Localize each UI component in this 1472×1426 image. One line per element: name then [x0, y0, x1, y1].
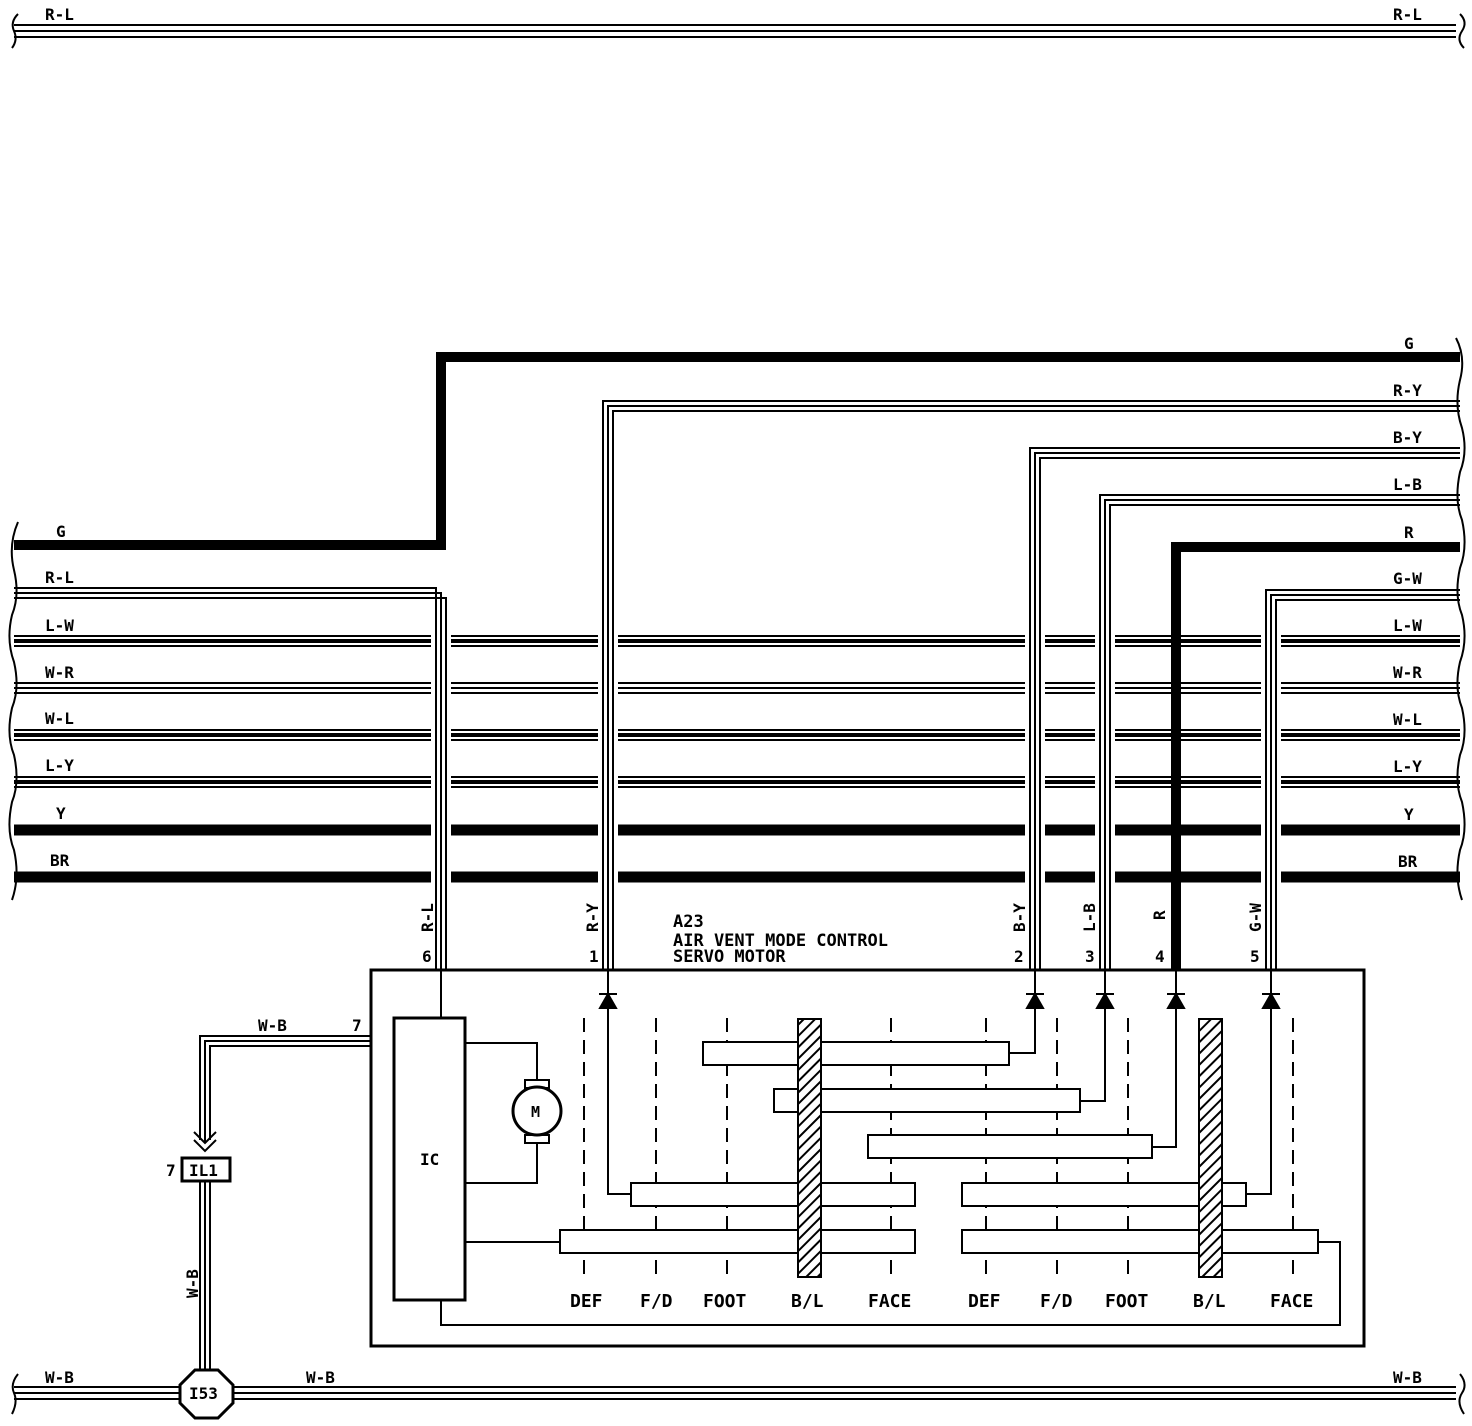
diodes — [598, 991, 1281, 1009]
ground-vertical-label: W-B — [183, 1269, 202, 1298]
left-label-w-r: W-R — [45, 663, 74, 682]
component-id: A23 — [673, 912, 704, 932]
il1-connector — [180, 1156, 232, 1183]
pin7-number: 7 — [352, 1016, 362, 1035]
pin3-number: 3 — [1085, 947, 1095, 966]
diode-pin1 — [598, 991, 618, 1009]
pos-right-face: FACE — [1270, 1291, 1313, 1312]
slider-bars — [559, 1041, 1319, 1254]
vertical-wire-redraw — [435, 620, 1277, 900]
top-bus — [11, 13, 1466, 49]
pin-numbers: 6 1 2 3 4 5 7 — [352, 947, 1260, 1035]
left-label-r-l: R-L — [45, 568, 74, 587]
component-name-line1: AIR VENT MODE CONTROL — [673, 931, 888, 951]
left-label-l-w: L-W — [45, 616, 74, 635]
left-harness-labels: G R-L L-W W-R W-L L-Y Y BR — [45, 522, 74, 870]
pos-left-face: FACE — [868, 1291, 911, 1312]
i53-junction-label: I53 — [189, 1384, 218, 1403]
pos-left-fd: F/D — [640, 1291, 673, 1312]
component-name-line2: SERVO MOTOR — [673, 947, 786, 967]
harness-wires — [14, 352, 1460, 970]
right-label-g: G — [1404, 334, 1414, 353]
right-label-br: BR — [1398, 852, 1418, 871]
left-label-w-l: W-L — [45, 709, 74, 728]
diode-pin2 — [1025, 991, 1045, 1009]
servo-motor-housing — [369, 968, 1366, 1348]
pos-right-fd: F/D — [1040, 1291, 1073, 1312]
top-bus-left-label: R-L — [45, 5, 74, 24]
right-label-y: Y — [1404, 805, 1414, 824]
diode-pin5 — [1261, 991, 1281, 1009]
bottom-bus-right-label: W-B — [1393, 1368, 1422, 1387]
pin2-wire-label: B-Y — [1010, 903, 1029, 932]
contact-plate-left — [797, 1018, 822, 1278]
contact-plate-right — [1198, 1018, 1223, 1278]
right-label-r: R — [1404, 523, 1414, 542]
motor-label: M — [531, 1103, 540, 1121]
left-label-l-y: L-Y — [45, 756, 74, 775]
diode-wires — [607, 970, 1272, 1195]
bottom-bus-mid-label: W-B — [306, 1368, 335, 1387]
il1-pin-number: 7 — [166, 1161, 176, 1180]
right-label-r-y: R-Y — [1393, 381, 1422, 400]
right-label-l-w: L-W — [1393, 616, 1422, 635]
i53-junction — [178, 1368, 235, 1420]
pin4-number: 4 — [1155, 947, 1165, 966]
position-labels-right: DEF F/D FOOT B/L FACE — [968, 1291, 1313, 1312]
ic-internal-wires — [440, 1241, 1341, 1326]
pin1-wire-label: R-Y — [583, 903, 602, 932]
crossing-gaps — [431, 633, 1281, 884]
ic-label: IC — [420, 1150, 439, 1169]
left-label-br: BR — [50, 851, 70, 870]
right-label-b-y: B-Y — [1393, 428, 1422, 447]
diode-pin4 — [1166, 991, 1186, 1009]
ground-wire — [193, 1035, 371, 1372]
top-bus-right-label: R-L — [1393, 5, 1422, 24]
bottom-bus — [11, 1373, 1466, 1415]
pin4-wire-label: R — [1150, 910, 1169, 920]
pin6-wire-label: R-L — [418, 903, 437, 932]
ic-block — [392, 1016, 467, 1302]
pin1-number: 1 — [589, 947, 599, 966]
pin6-number: 6 — [422, 947, 432, 966]
pin5-wire-label: G-W — [1246, 903, 1265, 932]
pos-right-def: DEF — [968, 1291, 1001, 1312]
right-label-g-w: G-W — [1393, 569, 1422, 588]
diode-pin3 — [1095, 991, 1115, 1009]
right-label-l-y: L-Y — [1393, 757, 1422, 776]
right-label-l-b: L-B — [1393, 475, 1422, 494]
il1-connector-label: IL1 — [189, 1161, 218, 1180]
left-label-g: G — [56, 522, 66, 541]
right-label-w-r: W-R — [1393, 663, 1422, 682]
pin-wire-labels: R-L R-Y B-Y L-B R G-W — [418, 903, 1265, 932]
motor — [465, 1042, 563, 1184]
pos-right-foot: FOOT — [1105, 1291, 1149, 1312]
position-labels-left: DEF F/D FOOT B/L FACE — [570, 1291, 911, 1312]
pos-left-foot: FOOT — [703, 1291, 747, 1312]
pos-left-def: DEF — [570, 1291, 603, 1312]
bottom-bus-left-label: W-B — [45, 1368, 74, 1387]
pin5-number: 5 — [1250, 947, 1260, 966]
left-label-y: Y — [56, 804, 66, 823]
pin2-number: 2 — [1014, 947, 1024, 966]
pos-left-bl: B/L — [791, 1291, 824, 1312]
pos-right-bl: B/L — [1193, 1291, 1226, 1312]
right-harness-labels: G R-Y B-Y L-B R G-W L-W W-R W-L L-Y Y BR — [1393, 334, 1422, 871]
pin3-wire-label: L-B — [1080, 903, 1099, 932]
pin7-wire-label: W-B — [258, 1016, 287, 1035]
right-label-w-l: W-L — [1393, 710, 1422, 729]
harness-ends — [8, 337, 1466, 901]
component-title: A23 AIR VENT MODE CONTROL SERVO MOTOR — [673, 912, 888, 967]
